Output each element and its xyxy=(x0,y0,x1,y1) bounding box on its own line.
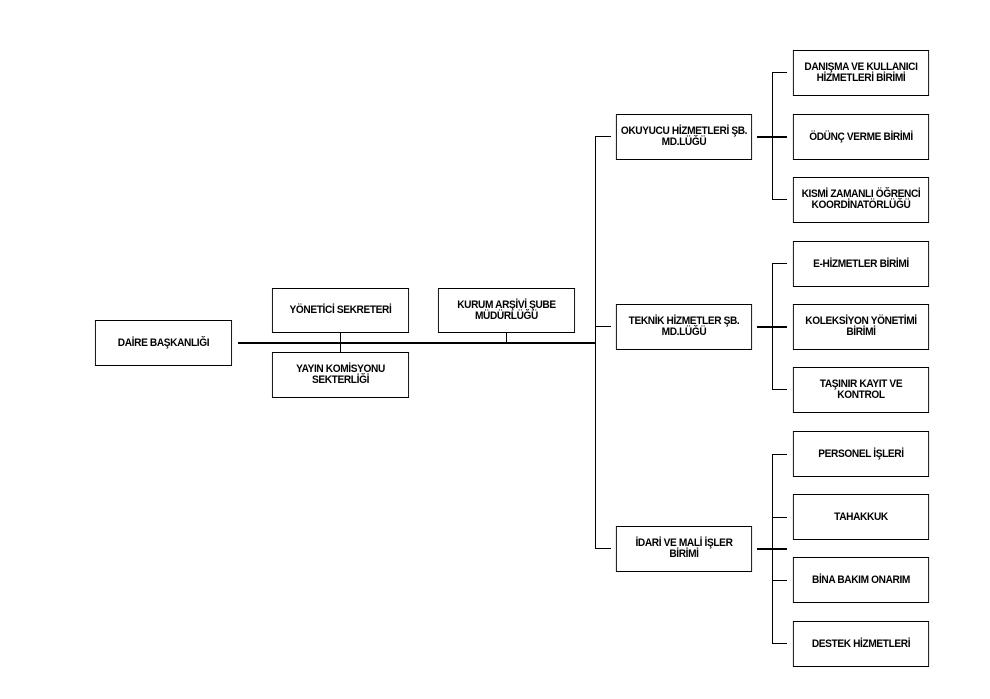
unit-node-support-services: DESTEK HİZMETLERİ xyxy=(792,621,930,667)
unit-node-e-services: E-HİZMETLER BİRİMİ xyxy=(792,241,930,287)
staff-node-publication-label: YAYIN KOMİSYONU SEKTERLİĞİ xyxy=(296,363,385,386)
archive-node-label: KURUM ARŞİVİ ŞUBE MÜDÜRLÜĞÜ xyxy=(457,298,556,322)
staff-node-publication: YAYIN KOMİSYONU SEKTERLİĞİ xyxy=(271,352,410,398)
group-2-spine xyxy=(772,263,773,390)
staff-node-secretary-label: YÖNETİCİ SEKRETERİ xyxy=(289,304,392,316)
unit-node-label: E-HİZMETLER BİRİMİ xyxy=(813,257,909,270)
unit-node-lending: ÖDÜNÇ VERME BİRİMİ xyxy=(792,114,930,160)
root-node: DAİRE BAŞKANLIĞI xyxy=(94,320,233,366)
unit-node-label: KOLEKSİYON YÖNETİMİ BİRİMİ xyxy=(805,315,917,338)
branch-node-label: OKUYUCU HİZMETLERİ ŞB. MD.LÜĞÜ xyxy=(620,125,748,148)
branch-node-admin-finance: İDARİ VE MALİ İŞLER BİRİMİ xyxy=(615,526,753,572)
group-1-spine xyxy=(772,72,773,200)
branch-1-connector xyxy=(595,136,611,137)
unit-2-1-connector xyxy=(772,263,787,264)
unit-node-accrual: TAHAKKUK xyxy=(792,494,930,540)
unit-node-building-maintenance: BİNA BAKIM ONARIM xyxy=(792,557,930,603)
archive-node: KURUM ARŞİVİ ŞUBE MÜDÜRLÜĞÜ xyxy=(437,288,576,333)
unit-node-label: TAŞINIR KAYIT VE KONTROL xyxy=(819,378,903,401)
archive-connector-line xyxy=(506,333,507,343)
unit-node-label: DESTEK HİZMETLERİ xyxy=(811,637,911,650)
branch-node-label: TEKNİK HİZMETLER ŞB. MD.LÜĞÜ xyxy=(628,315,740,338)
branch-3-connector xyxy=(595,548,611,549)
unit-node-label: TAHAKKUK xyxy=(834,510,888,523)
unit-node-collection-management: KOLEKSİYON YÖNETİMİ BİRİMİ xyxy=(792,304,930,350)
branch-2-connector xyxy=(595,326,611,327)
unit-node-consulting: DANIŞMA VE KULLANICI HİZMETLERİ BİRİMİ xyxy=(792,50,930,96)
staff-connector-line xyxy=(340,333,341,352)
branch-node-reader-services: OKUYUCU HİZMETLERİ ŞB. MD.LÜĞÜ xyxy=(615,114,753,160)
main-trunk-line xyxy=(238,342,596,344)
unit-node-personnel: PERSONEL İŞLERİ xyxy=(792,431,930,477)
staff-node-secretary: YÖNETİCİ SEKRETERİ xyxy=(271,288,410,333)
unit-3-1-connector xyxy=(772,454,787,455)
branch-spine-line xyxy=(595,136,596,549)
unit-node-label: ÖDÜNÇ VERME BİRİMİ xyxy=(809,130,913,143)
unit-1-1-connector xyxy=(772,72,787,73)
unit-3-4-connector xyxy=(772,643,787,644)
unit-node-inventory: TAŞINIR KAYIT VE KONTROL xyxy=(792,367,930,413)
unit-node-label: PERSONEL İŞLERİ xyxy=(818,447,904,460)
unit-node-label: DANIŞMA VE KULLANICI HİZMETLERİ BİRİMİ xyxy=(804,61,918,84)
unit-node-label: BİNA BAKIM ONARIM xyxy=(812,573,910,586)
group-3-spine xyxy=(772,454,773,644)
unit-3-2-connector xyxy=(772,517,787,518)
unit-3-3-connector xyxy=(772,580,787,581)
unit-1-3-connector xyxy=(772,199,787,200)
branch-node-label: İDARİ VE MALİ İŞLER BİRİMİ xyxy=(635,537,733,560)
unit-2-3-connector xyxy=(772,389,787,390)
branch-node-technical-services: TEKNİK HİZMETLER ŞB. MD.LÜĞÜ xyxy=(615,304,753,350)
unit-node-part-time-students: KISMİ ZAMANLI ÖĞRENCİ KOORDİNATÖRLÜĞÜ xyxy=(792,177,930,223)
root-node-label: DAİRE BAŞKANLIĞI xyxy=(117,336,210,349)
unit-node-label: KISMİ ZAMANLI ÖĞRENCİ KOORDİNATÖRLÜĞÜ xyxy=(801,188,921,211)
